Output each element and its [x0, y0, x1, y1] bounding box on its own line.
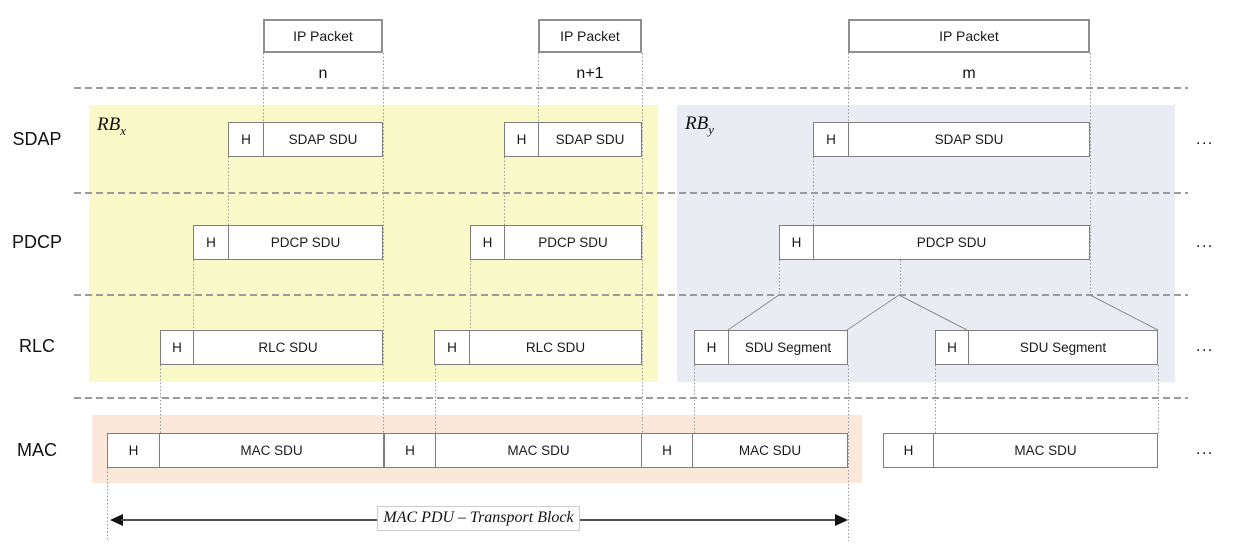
connector-line [435, 365, 436, 433]
mac-sdu-cell: MAC SDU [1014, 443, 1077, 458]
packet-index-n: n [318, 65, 328, 82]
layer-label-pdcp: PDCP [11, 232, 62, 252]
sdap-pdu-m: H SDAP SDU [813, 122, 1090, 157]
sdap-pdu-n1: H SDAP SDU [504, 122, 642, 157]
mac-header-cell: H [385, 434, 436, 467]
mac-row-ellipsis: ... [1196, 441, 1214, 458]
ip-packet-box-n1: IP Packet [538, 19, 642, 53]
pdcp-header-cell: H [780, 226, 814, 259]
packet-index-m: m [962, 65, 976, 82]
connector-line [935, 365, 936, 433]
rb-y-label: RBy [685, 113, 714, 138]
layer-separator-rlc-mac [74, 397, 1188, 399]
mac-sdu-cell: MAC SDU [507, 443, 570, 458]
rlc-sdu-cell: RLC SDU [258, 340, 318, 355]
sdap-sdu-cell: SDAP SDU [934, 132, 1004, 147]
connector-line [848, 365, 849, 541]
rlc-header-cell: H [161, 331, 194, 364]
sdap-pdu-n: H SDAP SDU [228, 122, 383, 157]
layer-label-rlc: RLC [18, 336, 55, 356]
connector-line [900, 260, 901, 295]
connector-line [160, 365, 161, 433]
mac-sdu-cell: MAC SDU [738, 443, 802, 458]
rlc-sdu-cell: RLC SDU [525, 340, 586, 355]
sdu-segment-cell: SDU Segment [744, 340, 832, 355]
connector-line [538, 53, 539, 122]
connector-line [107, 468, 108, 541]
sdap-row-ellipsis: ... [1196, 131, 1214, 148]
transport-block-arrowhead-right [835, 514, 848, 526]
mac-subpdu-4: H MAC SDU [883, 433, 1158, 468]
rlc-pdu-n: H RLC SDU [160, 330, 383, 365]
ip-packet-label: IP Packet [560, 28, 620, 44]
layer-separator-sdap-pdcp [74, 192, 1188, 194]
transport-block-arrowhead-left [110, 514, 123, 526]
pdcp-sdu-cell: PDCP SDU [916, 235, 987, 250]
pdcp-row-ellipsis: ... [1196, 234, 1214, 251]
rb-y-sub: y [708, 121, 714, 137]
mac-subpdu-3: H MAC SDU [641, 433, 848, 468]
mac-subpdu-1: H MAC SDU [107, 433, 384, 468]
connector-line [263, 53, 264, 122]
connector-line [694, 365, 695, 433]
connector-line [1090, 53, 1091, 295]
mac-header-cell: H [108, 434, 160, 467]
rlc-row-ellipsis: ... [1196, 338, 1214, 355]
connector-line [1158, 365, 1159, 433]
sdu-segment-cell: SDU Segment [1019, 340, 1107, 355]
rb-x-name: RB [97, 114, 121, 135]
connector-line [848, 53, 849, 122]
connector-line [228, 157, 229, 225]
ip-packet-label: IP Packet [939, 28, 999, 44]
pdcp-sdu-cell: PDCP SDU [270, 235, 341, 250]
connector-line [470, 260, 471, 330]
layer-label-sdap: SDAP [12, 129, 62, 149]
sdap-sdu-cell: SDAP SDU [555, 132, 625, 147]
transport-block-label: MAC PDU – Transport Block [377, 506, 580, 531]
rb-x-label: RBx [97, 114, 126, 139]
pdcp-header-cell: H [194, 226, 229, 259]
sdap-header-cell: H [814, 123, 849, 156]
sdap-header-cell: H [505, 123, 539, 156]
rlc-header-cell: H [936, 331, 969, 364]
rlc-pdu-n1: H RLC SDU [434, 330, 642, 365]
layer-label-mac: MAC [17, 440, 57, 460]
connector-line [193, 260, 194, 330]
mac-sdu-cell: MAC SDU [240, 443, 303, 458]
ip-packet-box-m: IP Packet [848, 19, 1090, 53]
rlc-segment-pdu-1: H SDU Segment [694, 330, 848, 365]
sdap-sdu-cell: SDAP SDU [288, 132, 358, 147]
packet-index-n1: n+1 [576, 65, 604, 82]
connector-line [504, 157, 505, 225]
connector-line [779, 260, 780, 295]
rlc-header-cell: H [695, 331, 729, 364]
rlc-header-cell: H [435, 331, 470, 364]
pdcp-pdu-n1: H PDCP SDU [470, 225, 642, 260]
pdcp-header-cell: H [471, 226, 505, 259]
layer-separator-pdcp-rlc [74, 294, 1188, 296]
pdcp-pdu-n: H PDCP SDU [193, 225, 383, 260]
connector-line [813, 157, 814, 225]
sdap-header-cell: H [229, 123, 264, 156]
connector-line [383, 53, 384, 433]
rb-x-sub: x [120, 122, 126, 138]
mac-header-cell: H [642, 434, 693, 467]
pdcp-sdu-cell: PDCP SDU [538, 235, 608, 250]
ip-packet-label: IP Packet [293, 28, 353, 44]
mac-header-cell: H [884, 434, 934, 467]
pdcp-pdu-m: H PDCP SDU [779, 225, 1090, 260]
rb-y-name: RB [685, 113, 709, 134]
connector-line [642, 53, 643, 433]
ip-packet-box-n: IP Packet [263, 19, 383, 53]
layer-separator-ip-sdap [74, 87, 1188, 89]
rlc-segment-pdu-2: H SDU Segment [935, 330, 1158, 365]
mac-subpdu-2: H MAC SDU [384, 433, 642, 468]
